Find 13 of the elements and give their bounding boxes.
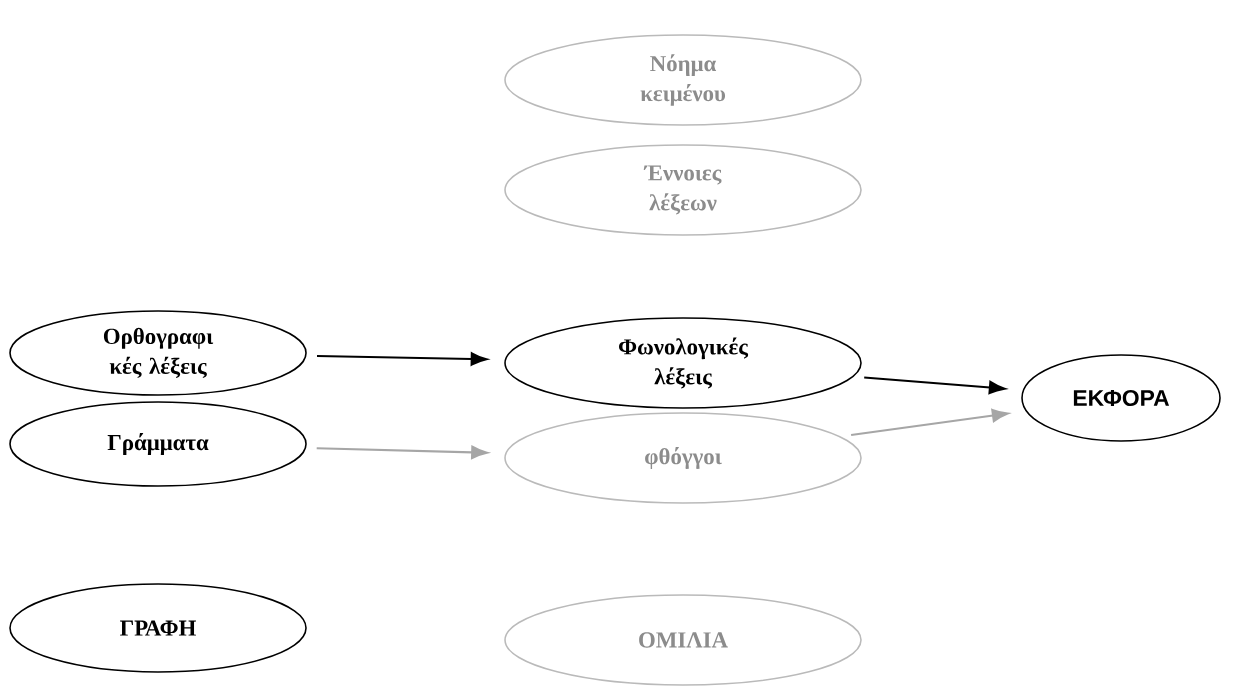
arrow	[864, 376, 1006, 395]
arrow	[316, 445, 488, 460]
ellipse-node: ΓΡΑΦΗ	[9, 583, 307, 673]
ellipse-node: ΕΚΦΟΡΑ	[1021, 354, 1221, 442]
arrow	[850, 408, 1009, 436]
arrow	[317, 352, 488, 366]
ellipse-node: Ορθογραφι κές λέξεις	[9, 310, 307, 396]
ellipse-node: Έννοιες λέξεων	[504, 144, 862, 236]
ellipse-node: ΟΜΙΛΙΑ	[504, 594, 862, 686]
ellipse-node: Γράμματα	[9, 401, 307, 487]
ellipse-node: Νόημα κειμένου	[504, 34, 862, 126]
ellipse-node: φθόγγοι	[504, 412, 862, 504]
ellipse-node: Φωνολογικές λέξεις	[504, 317, 862, 409]
